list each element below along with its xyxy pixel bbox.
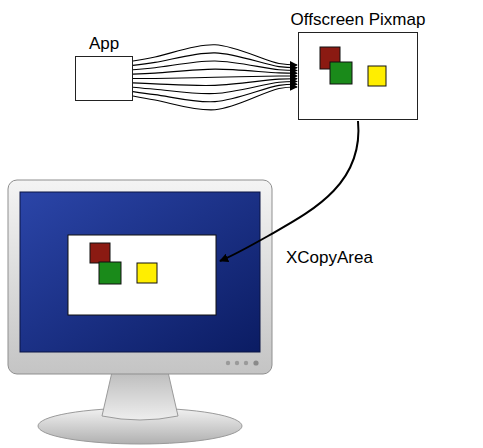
screen-window xyxy=(68,235,216,315)
box: App xyxy=(75,56,133,101)
box-title: App xyxy=(89,35,119,54)
draw-call-arrow xyxy=(133,79,297,86)
draw-call-arrow xyxy=(133,87,297,110)
monitor-body xyxy=(8,180,272,374)
draw-call-arrow xyxy=(133,69,297,74)
draw-call-arrow xyxy=(133,53,297,68)
monitor-stand xyxy=(38,372,242,444)
draw-call-arrow xyxy=(133,84,297,102)
copy-arrow xyxy=(220,121,358,261)
draw-call-arrow xyxy=(133,76,297,79)
box-title: Offscreen Pixmap xyxy=(291,11,426,30)
draw-call-arrow xyxy=(133,81,297,93)
call-label: XCopyArea xyxy=(284,249,375,268)
box: Offscreen Pixmap xyxy=(298,32,418,120)
